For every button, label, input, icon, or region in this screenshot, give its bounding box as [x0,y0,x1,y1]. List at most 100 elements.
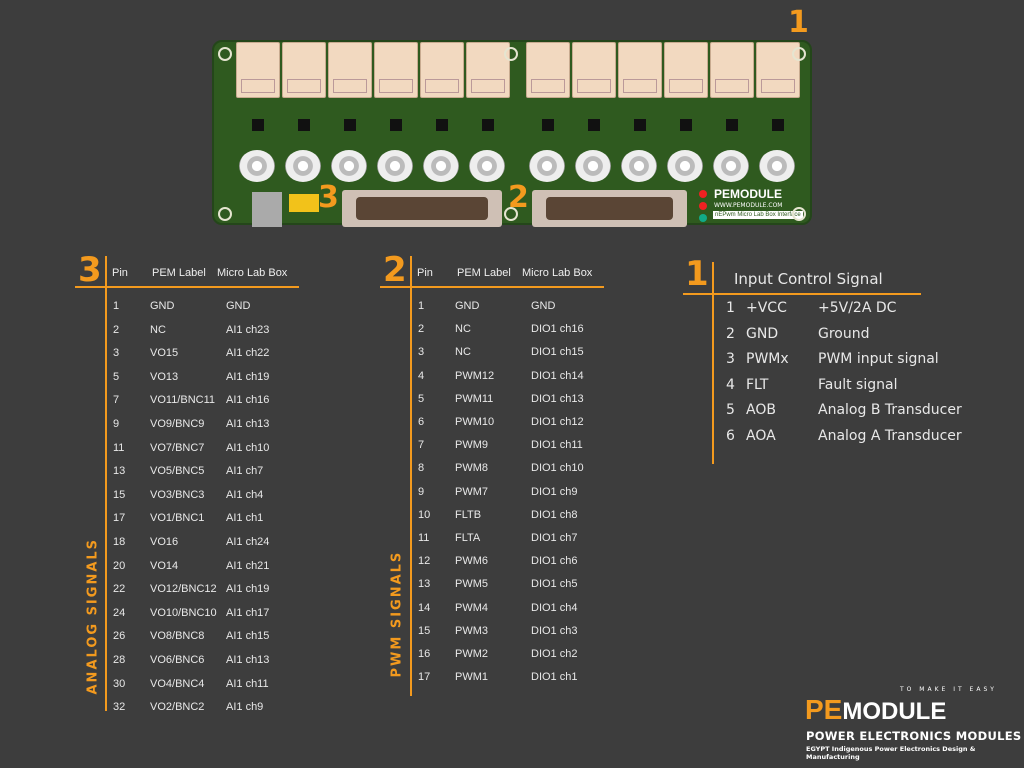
pem-label: VO9/BNC9 [150,418,205,430]
signal-value: GND [531,300,556,312]
divider [105,256,107,711]
power-jack [252,192,282,227]
pin-number: 1 [113,300,120,312]
header-connector [466,42,510,98]
led-red [699,202,707,210]
pem-label: FLT [746,376,769,393]
pin-number: 4 [726,376,735,393]
pem-label: PWM6 [455,555,488,568]
pem-label: PWM11 [455,392,494,405]
signal-value: AI1 ch23 [226,323,270,336]
header-pem-label: PEM Label [152,267,206,279]
bnc-connector [469,150,505,182]
header-connector [526,42,570,98]
side-label-pwm: PWM SIGNALS [389,550,405,678]
signal-value: PWM input signal [818,351,939,368]
mounting-hole [504,207,518,221]
ic-chip [436,119,448,131]
pcb-board-image: PEMODULE WWW.PEMODULE.COM nEPwm Micro La… [212,40,812,227]
pem-label: NC [455,346,471,359]
mounting-hole [792,207,806,221]
input-table-title: Input Control Signal [734,270,883,288]
pin-number: 2 [726,325,735,342]
pin-number: 30 [113,677,126,690]
pin-number: 24 [113,606,126,619]
pem-label: PWM9 [455,439,488,452]
pem-label: GND [455,300,480,312]
ic-chip [588,119,600,131]
pin-number: 13 [113,465,126,478]
signal-value: AI1 ch19 [226,370,270,383]
pem-label: FLTB [455,508,482,521]
header-connector [236,42,280,98]
signal-value: DIO1 ch2 [531,648,578,660]
callout-1: 1 [788,5,809,40]
pem-label: PWM12 [455,369,495,382]
brand-subtitle: EGYPT Indigenous Power Electronics Desig… [806,745,976,761]
logo-module: MODULE [842,698,947,725]
led-red [699,190,707,198]
pin-number: 10 [418,508,431,521]
bnc-connector [621,150,657,182]
signal-value: DIO1 ch11 [531,439,583,452]
pin-number: 3 [113,347,120,360]
pin-number: 8 [418,462,425,475]
pin-number: 9 [418,485,425,498]
pin-number: 1 [418,300,425,312]
pin-number: 5 [113,370,120,383]
signal-value: AI1 ch15 [226,630,270,643]
header-connector [664,42,708,98]
pem-label: PWM2 [455,648,488,660]
ic-chip [726,119,738,131]
header-connector [618,42,662,98]
led-green [699,214,707,222]
bnc-connector [575,150,611,182]
pin-number: 9 [113,418,120,430]
signal-value: DIO1 ch13 [531,392,584,405]
header-connector [710,42,754,98]
signal-value: DIO1 ch8 [531,508,578,521]
signal-value: AI1 ch13 [226,654,270,666]
pin-number: 3 [418,346,425,359]
pem-label: PWM7 [455,485,488,498]
pem-label: VO3/BNC3 [150,488,205,501]
signal-value: AI1 ch7 [226,465,264,478]
board-logo: PEMODULE [714,187,783,201]
pem-label: NC [455,323,471,336]
pem-label: PWM4 [455,601,488,614]
pin-number: 14 [418,601,431,614]
signal-value: AI1 ch10 [226,441,270,454]
pem-label: VO7/BNC7 [150,441,205,454]
ic-chip [634,119,646,131]
pem-label: GND [150,300,175,312]
pin-number: 7 [418,439,425,452]
bnc-connector [759,150,795,182]
pin-number: 17 [113,512,126,525]
pin-number: 20 [113,559,126,572]
pem-label: PWM3 [455,624,488,637]
pin-number: 11 [418,532,430,544]
mounting-hole [218,207,232,221]
pem-label: NC [150,323,166,336]
ic-chip [772,119,784,131]
bnc-connector [285,150,321,182]
pem-label: AOB [746,402,776,419]
pin-number: 4 [418,369,425,382]
signal-value: GND [226,300,251,312]
pin-number: 17 [418,671,431,684]
pem-label: +VCC [746,300,787,316]
pem-label: VO4/BNC4 [150,677,205,690]
signal-value: AI1 ch4 [226,488,264,501]
mounting-hole [218,47,232,61]
signal-value: Analog B Transducer [818,402,962,419]
section-number: 2 [383,250,407,290]
signal-value: DIO1 ch6 [531,555,578,568]
ic-chip [344,119,356,131]
pin-number: 15 [418,624,431,637]
signal-value: DIO1 ch4 [531,601,578,614]
signal-value: Ground [818,325,870,342]
signal-value: Fault signal [818,376,898,393]
signal-value: DIO1 ch10 [531,462,584,475]
header-micro-lab-box: Micro Lab Box [217,267,288,279]
bnc-connector [667,150,703,182]
